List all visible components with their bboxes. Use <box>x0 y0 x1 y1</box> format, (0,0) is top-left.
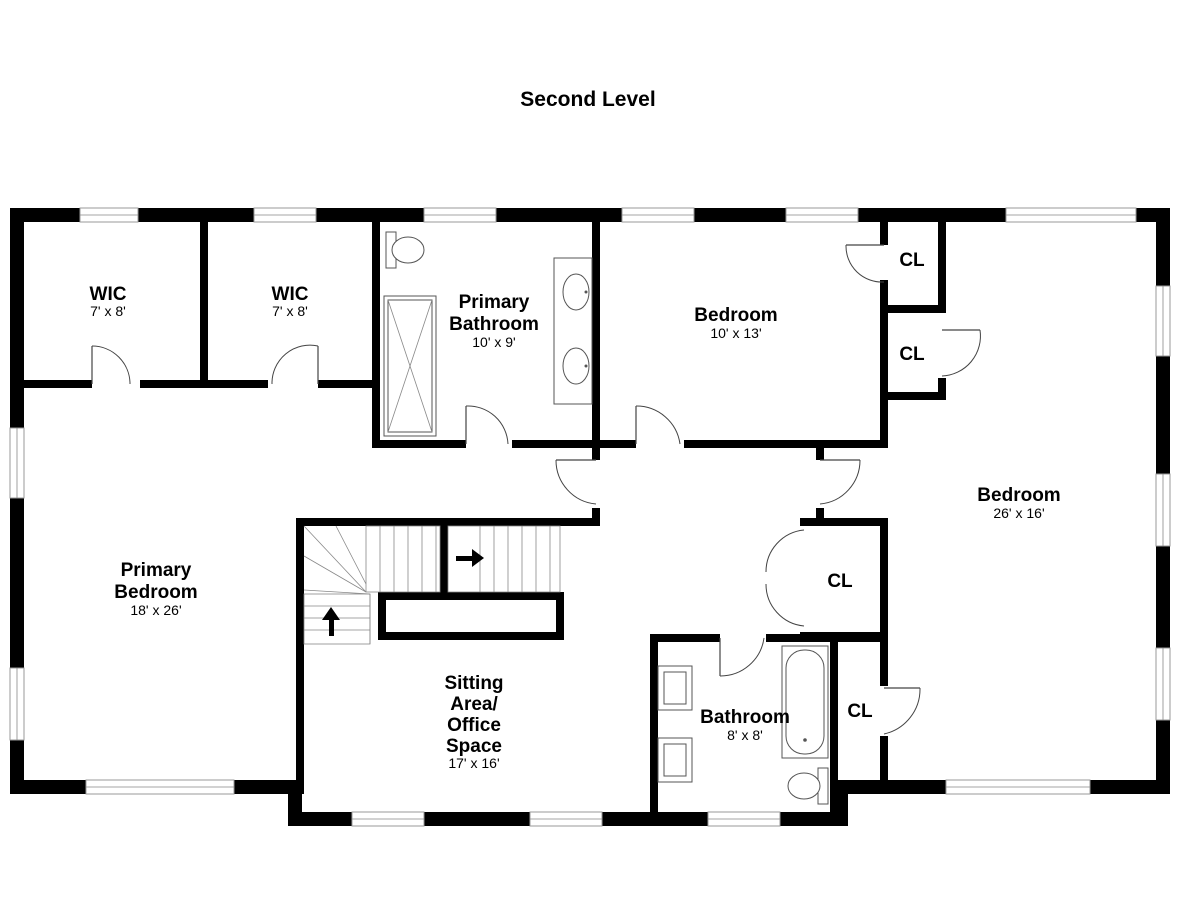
room-name-primary-bedroom-2: Bedroom <box>114 582 197 603</box>
doors <box>91 244 981 735</box>
staircase <box>303 525 561 645</box>
room-dims-wic-1: 7' x 8' <box>90 303 126 319</box>
room-name-sitting-2: Area/ <box>450 694 498 715</box>
room-dims-wic-2: 7' x 8' <box>272 303 308 319</box>
toilet-icon <box>385 231 425 269</box>
windows <box>9 207 1171 827</box>
room-dims-bedroom-top: 10' x 13' <box>710 325 761 341</box>
room-name-sitting-4: Space <box>446 736 502 757</box>
room-name-bedroom-top: Bedroom <box>694 305 777 326</box>
room-name-sitting-1: Sitting <box>444 673 503 694</box>
room-name-sitting-3: Office <box>447 715 501 736</box>
shower-icon <box>383 295 437 437</box>
toilet-icon <box>787 767 829 805</box>
room-name-primary-bathroom-1: Primary <box>459 292 530 313</box>
room-name-closet-3: CL <box>827 571 853 592</box>
room-name-wic-1: WIC <box>90 284 127 305</box>
room-dims-primary-bathroom: 10' x 9' <box>472 334 515 350</box>
room-name-bathroom: Bathroom <box>700 707 790 728</box>
room-dims-sitting: 17' x 16' <box>448 755 499 771</box>
arrow-up-icon <box>322 607 340 636</box>
room-name-primary-bathroom-2: Bathroom <box>449 314 539 335</box>
room-name-closet-1: CL <box>899 250 925 271</box>
bathtub-icon <box>781 645 829 759</box>
room-name-closet-4: CL <box>847 701 873 722</box>
plan-title: Second Level <box>520 88 655 111</box>
room-labels: WIC 7' x 8' WIC 7' x 8' Primary Bathroom… <box>90 250 1061 771</box>
vanity-icon <box>657 665 693 783</box>
room-name-bedroom-right: Bedroom <box>977 485 1060 506</box>
room-name-closet-2: CL <box>899 344 925 365</box>
fixtures <box>383 231 829 805</box>
room-name-primary-bedroom-1: Primary <box>121 560 192 581</box>
room-name-wic-2: WIC <box>272 284 309 305</box>
double-vanity-icon <box>553 257 593 405</box>
room-dims-bathroom: 8' x 8' <box>727 727 763 743</box>
arrow-right-icon <box>456 549 484 567</box>
room-dims-primary-bedroom: 18' x 26' <box>130 602 181 618</box>
room-dims-bedroom-right: 26' x 16' <box>993 505 1044 521</box>
